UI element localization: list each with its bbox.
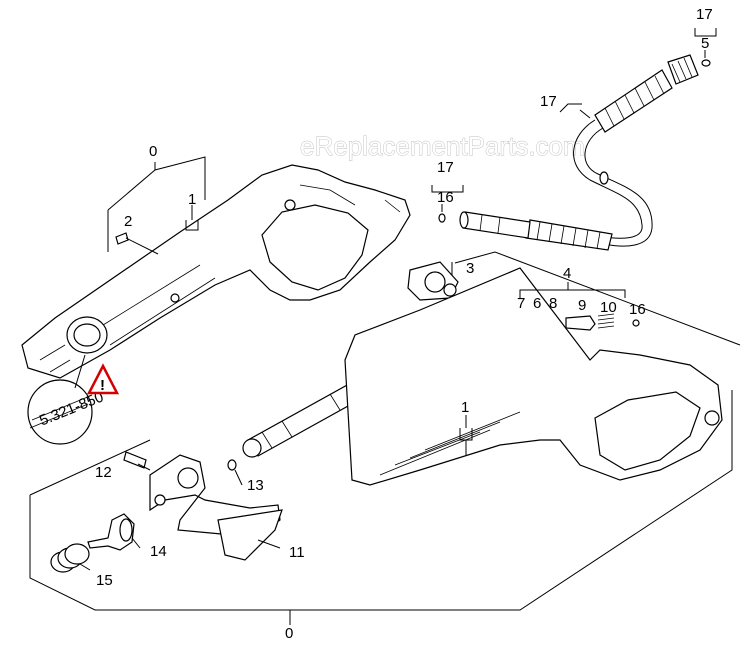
brackets bbox=[29, 28, 741, 625]
trigger-assembly bbox=[50, 451, 283, 573]
callout-16-b: 16 bbox=[629, 301, 646, 318]
callout-17-a: 17 bbox=[437, 159, 454, 176]
callout-3: 3 bbox=[466, 260, 474, 277]
warning-triangle-icon: ! bbox=[86, 363, 120, 395]
callout-9: 9 bbox=[578, 297, 586, 314]
valve-part bbox=[407, 261, 459, 301]
callout-12: 12 bbox=[95, 464, 112, 481]
watermark: eReplacementParts.com bbox=[300, 131, 585, 161]
callout-14: 14 bbox=[150, 543, 167, 560]
callout-11: 11 bbox=[289, 544, 305, 561]
gun-handle-lower bbox=[344, 267, 723, 486]
callout-8: 8 bbox=[549, 295, 557, 312]
callout-13: 13 bbox=[247, 477, 264, 494]
callout-1-top: 1 bbox=[188, 191, 196, 208]
callout-7: 7 bbox=[517, 295, 525, 312]
callout-10: 10 bbox=[600, 299, 617, 316]
callout-4: 4 bbox=[563, 265, 571, 282]
callout-6: 6 bbox=[533, 295, 541, 312]
callout-1-right: 1 bbox=[461, 399, 469, 416]
callout-2: 2 bbox=[124, 213, 132, 230]
callout-0-bottom: 0 bbox=[285, 625, 293, 642]
callout-15: 15 bbox=[96, 572, 113, 589]
hose-assembly bbox=[438, 54, 711, 251]
gun-handle-upper bbox=[21, 164, 411, 379]
callout-labels: 0 1 2 17 16 17 17 5 3 4 7 6 8 9 10 16 1 … bbox=[95, 6, 713, 642]
callout-16-a: 16 bbox=[437, 189, 454, 206]
callout-17-c: 17 bbox=[696, 6, 713, 23]
callout-0-top: 0 bbox=[149, 143, 157, 160]
callout-17-b: 17 bbox=[540, 93, 557, 110]
callout-5: 5 bbox=[701, 35, 709, 52]
svg-text:!: ! bbox=[100, 377, 105, 394]
